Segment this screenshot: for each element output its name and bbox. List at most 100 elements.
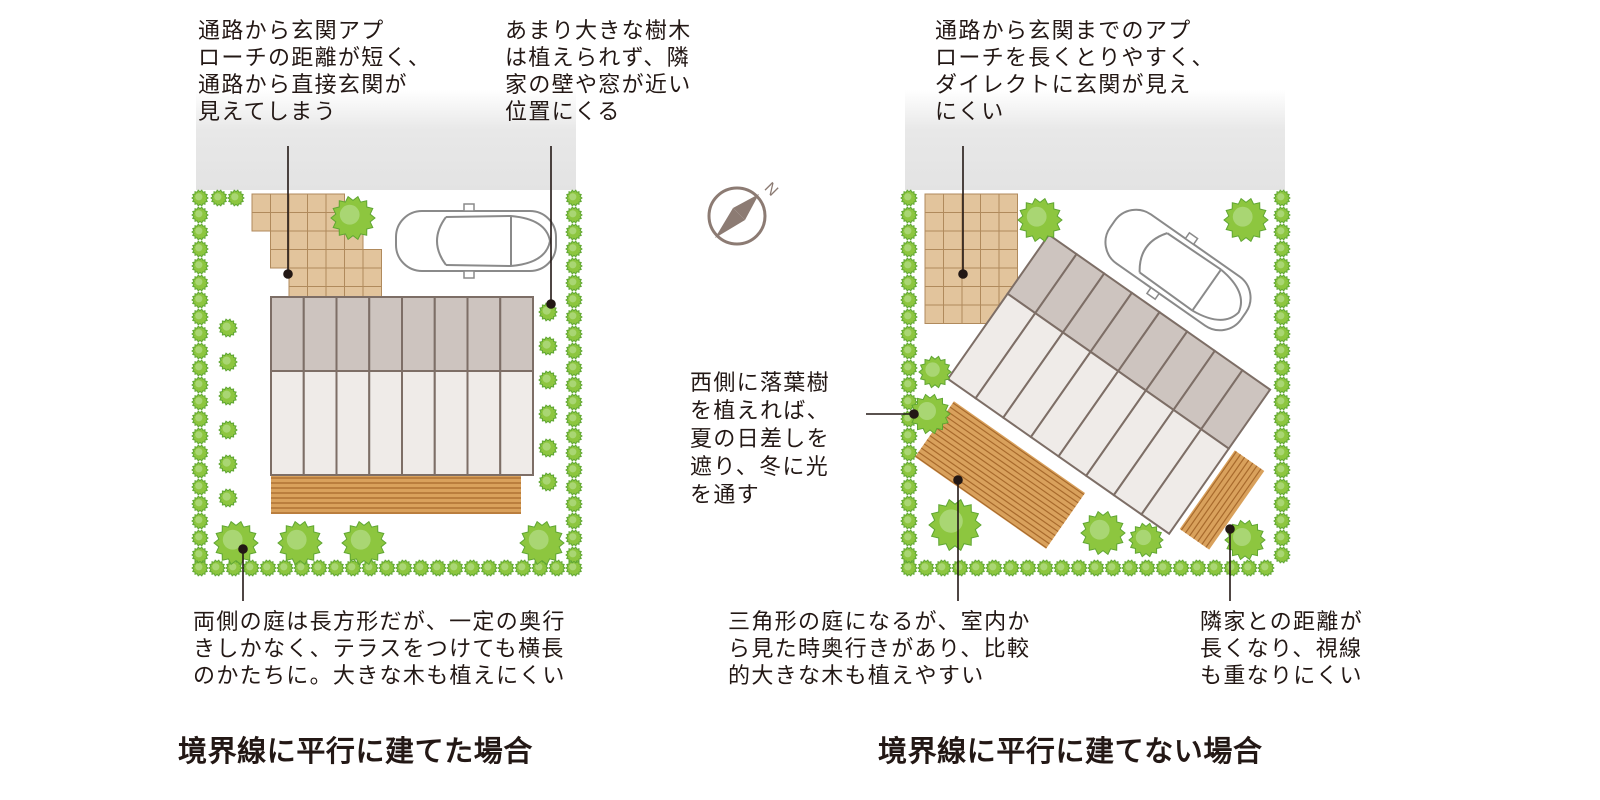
hedge-shrub	[1273, 393, 1291, 411]
hedge-shrub	[900, 529, 918, 547]
hedge-shrub	[900, 240, 918, 258]
paving-tile	[998, 230, 1018, 250]
hedge-shrub	[480, 559, 498, 577]
hedge-shrub	[565, 240, 583, 258]
hedge-shrub	[900, 291, 918, 309]
hedge-shrub	[191, 223, 209, 241]
hedge-shrub	[361, 559, 379, 577]
hedge-shrub	[344, 559, 362, 577]
hedge-shrub	[565, 376, 583, 394]
paving-tile	[980, 267, 1000, 287]
left-site-plan	[191, 90, 583, 601]
hedge-shrub	[1273, 257, 1291, 275]
roof-panel-upper	[368, 296, 403, 372]
hedge-shrub	[191, 478, 209, 496]
hedge-shrub	[1273, 427, 1291, 445]
deck-base	[914, 401, 1086, 549]
paving-tile	[924, 193, 944, 213]
hedge-shrub	[191, 376, 209, 394]
hedge-shrub	[191, 325, 209, 343]
roof-panel-upper	[335, 296, 371, 372]
hedge-shrub	[1155, 559, 1173, 577]
deck-board	[946, 410, 1079, 504]
hedge-shrub	[565, 223, 583, 241]
left-deck	[271, 476, 521, 514]
hedge-shrub	[1273, 189, 1291, 207]
paving-tile	[980, 230, 1000, 250]
hedge-shrub	[1036, 559, 1054, 577]
paving-tile	[943, 249, 963, 269]
paving-tile	[270, 193, 290, 213]
hedge-shrub	[191, 274, 209, 292]
shrub	[538, 370, 558, 390]
hedge-shrub	[378, 559, 396, 577]
deck-board	[923, 443, 1056, 537]
paving-tile	[251, 212, 271, 232]
hedge-shrub	[565, 461, 583, 479]
hedge-shrub	[900, 308, 918, 326]
right-house	[914, 233, 1272, 550]
hedge-shrub	[1273, 478, 1291, 496]
tree	[1223, 197, 1269, 243]
paving-tile	[270, 230, 290, 250]
paving-tile	[362, 249, 382, 269]
deck-board	[1189, 456, 1246, 537]
hedge-shrub	[548, 559, 566, 577]
hedge-shrub	[1273, 444, 1291, 462]
hedge-shrub	[900, 206, 918, 224]
tree	[1128, 522, 1164, 558]
right-leader-west-tree-dot	[909, 409, 919, 419]
paving-tile	[307, 267, 327, 287]
shrub	[218, 386, 238, 406]
right-trees	[909, 197, 1269, 561]
deck-board	[1184, 454, 1242, 534]
hedge-shrub	[1273, 223, 1291, 241]
paving-tile	[998, 212, 1018, 232]
hedge-shrub	[191, 512, 209, 530]
hedge-shrub	[1257, 559, 1275, 577]
hedge-shrub	[1273, 308, 1291, 326]
hedge-shrub	[565, 342, 583, 360]
paving-tile	[943, 193, 963, 213]
paving-tile	[943, 212, 963, 232]
hedge-shrub	[1273, 410, 1291, 428]
shrub	[538, 472, 558, 492]
tree	[1224, 519, 1266, 561]
roof-panel-upper	[433, 296, 469, 372]
hedge-shrub	[900, 461, 918, 479]
roof-panel-lower	[302, 370, 338, 476]
hedge-shrub	[191, 308, 209, 326]
left-leader-neighbor-dot	[546, 299, 556, 309]
right-leader-garden-dot	[953, 475, 963, 485]
deck-board	[1205, 468, 1262, 548]
hedge-shrub	[900, 512, 918, 530]
roof-panel-upper	[401, 296, 436, 372]
hedge-shrub	[565, 495, 583, 513]
right-road	[905, 90, 1285, 190]
left-road	[196, 90, 576, 190]
right-note-west-tree: 西側に落葉樹 を植えれば、 夏の日差しを 遮り、冬に光 を通す	[690, 371, 830, 508]
hedge-shrub	[1002, 559, 1020, 577]
left-leader-garden-dot	[238, 544, 248, 554]
hedge-shrub	[565, 546, 583, 564]
left-house	[270, 296, 534, 476]
paving-tile	[288, 249, 308, 269]
hedge-shrub	[497, 559, 515, 577]
hedge-shrub	[900, 376, 918, 394]
deck-board	[1193, 459, 1250, 540]
paving-tile	[961, 304, 981, 324]
left-car	[395, 203, 557, 279]
paving-tile	[980, 249, 1000, 269]
hedge-shrub	[565, 308, 583, 326]
hedge-shrub	[1172, 559, 1190, 577]
deck-board	[918, 451, 1050, 545]
hedge-shrub	[227, 189, 245, 207]
hedge-shrub	[1273, 376, 1291, 394]
hedge-shrub	[565, 410, 583, 428]
paving-tile	[288, 193, 308, 213]
hedge-shrub	[191, 393, 209, 411]
hedge-shrub	[1189, 559, 1207, 577]
tree	[213, 520, 259, 566]
hedge-shrub	[327, 559, 345, 577]
hedge-shrub	[191, 359, 209, 377]
